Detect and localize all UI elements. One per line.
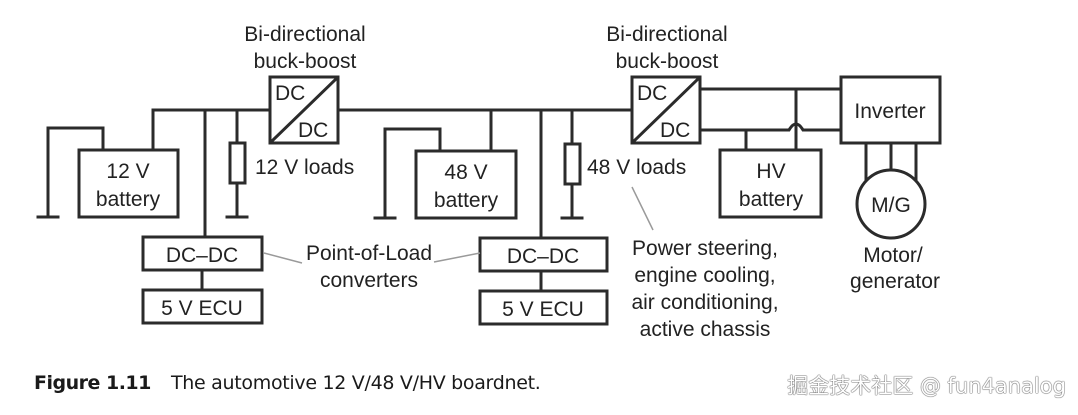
converter-right: Bi-directional buck-boost DC DC xyxy=(606,23,728,145)
figure-number: Figure 1.11 xyxy=(34,372,151,394)
ground-48v-battery xyxy=(373,127,442,220)
battery-48v-label: 48 V xyxy=(444,161,487,184)
battery-hv: HV battery xyxy=(718,148,823,219)
pol-annotation: Point-of-Load converters xyxy=(263,242,481,292)
bus-hv xyxy=(698,87,843,152)
figure-caption: The automotive 12 V/48 V/HV boardnet. xyxy=(171,372,541,394)
motor-generator: M/G Motor/ generator xyxy=(850,141,940,293)
battery-hv-sublabel: battery xyxy=(739,188,804,211)
bus-12v xyxy=(151,108,272,239)
inverter: Inverter xyxy=(839,75,942,145)
battery-48v-sublabel: battery xyxy=(434,189,499,212)
motor-label-line1: Motor/ xyxy=(863,244,923,267)
battery-hv-label: HV xyxy=(756,160,785,183)
converter-right-title2: buck-boost xyxy=(616,50,719,73)
converter-left-title1: Bi-directional xyxy=(244,23,365,46)
pol-converter-left: DC–DC 5 V ECU xyxy=(141,235,264,325)
pol-label-line2: converters xyxy=(320,269,418,292)
converter-left: Bi-directional buck-boost DC DC xyxy=(244,23,366,145)
pol-right-ecu-label: 5 V ECU xyxy=(502,298,584,321)
loads-48v-examples: Power steering, engine cooling, air cond… xyxy=(631,186,779,341)
load-resistor-48v: 48 V loads xyxy=(560,142,686,220)
example-3: air conditioning, xyxy=(631,291,778,314)
motor-symbol: M/G xyxy=(871,194,911,217)
loads-12v-label: 12 V loads xyxy=(255,156,354,179)
motor-label-line2: generator xyxy=(850,270,940,293)
pol-converter-right: DC–DC 5 V ECU xyxy=(478,236,609,326)
pol-label-line1: Point-of-Load xyxy=(306,242,432,265)
converter-left-out: DC xyxy=(298,119,328,142)
converter-right-in: DC xyxy=(637,82,667,105)
pol-left-ecu-label: 5 V ECU xyxy=(161,297,243,320)
example-2: engine cooling, xyxy=(634,264,775,287)
converter-right-out: DC xyxy=(660,119,690,142)
pol-left-dcdc-label: DC–DC xyxy=(166,244,238,267)
inverter-label: Inverter xyxy=(854,100,925,123)
bus-48v xyxy=(336,108,634,240)
watermark: 掘金技术社区 @ fun4analog xyxy=(787,374,1066,398)
battery-48v: 48 V battery xyxy=(414,149,518,220)
converter-left-title2: buck-boost xyxy=(254,50,357,73)
load-resistor-12v: 12 V loads xyxy=(225,141,354,219)
example-4: active chassis xyxy=(640,318,771,341)
pol-right-dcdc-label: DC–DC xyxy=(507,245,579,268)
battery-12v: 12 V battery xyxy=(77,148,180,219)
ground-12v-battery xyxy=(36,126,105,219)
converter-left-in: DC xyxy=(275,82,305,105)
battery-12v-sublabel: battery xyxy=(96,188,161,211)
example-1: Power steering, xyxy=(632,237,778,260)
loads-48v-label: 48 V loads xyxy=(587,156,686,179)
converter-right-title1: Bi-directional xyxy=(606,23,727,46)
battery-12v-label: 12 V xyxy=(106,160,149,183)
